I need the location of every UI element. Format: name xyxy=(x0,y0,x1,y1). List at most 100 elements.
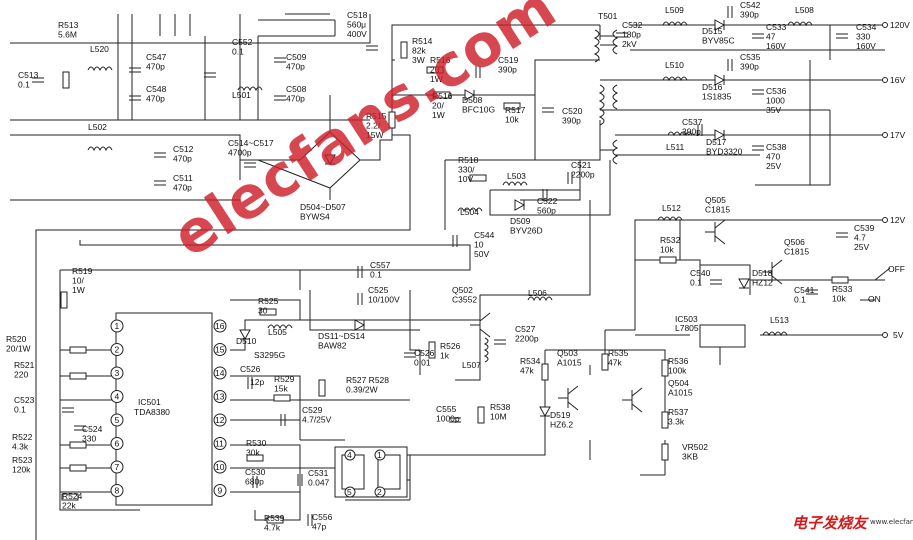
part-c533 xyxy=(752,33,764,39)
label-line: VR502 xyxy=(682,442,708,452)
output-terminals: 120V 16V 17V 12V 5V OFF ON xyxy=(860,20,910,340)
label-line: HZ6.2 xyxy=(550,420,573,430)
opto-pin-1: 1 xyxy=(377,450,382,460)
label-line: 10V xyxy=(458,174,473,184)
label-line: 15W xyxy=(366,130,383,140)
label-l510: L510 xyxy=(665,60,684,70)
label-line: 20/ xyxy=(432,101,444,111)
part-c525 xyxy=(357,293,363,305)
part-c521 xyxy=(567,172,573,184)
label-l512: L512 xyxy=(662,203,681,213)
label-line: HZ12 xyxy=(752,278,773,288)
label-line: 3W xyxy=(412,55,425,65)
label-line: R513 xyxy=(58,20,79,30)
label-line: C3552 xyxy=(452,295,477,305)
ic-pin-label: 6 xyxy=(115,439,120,449)
label-line: C547 xyxy=(146,52,167,62)
part-l510 xyxy=(662,76,688,82)
label-line: L520 xyxy=(90,44,109,54)
label-line: L512 xyxy=(662,203,681,213)
label-line: 470 xyxy=(766,152,780,162)
label-l506: L506 xyxy=(528,288,547,298)
label-line: 15k xyxy=(274,384,288,394)
label-line: L501 xyxy=(232,90,251,100)
label-line: D518 xyxy=(752,268,773,278)
part-c538 xyxy=(752,145,764,151)
ic-pin-1 xyxy=(110,319,124,333)
part-d517 xyxy=(714,129,726,141)
ic-pin-label: 10 xyxy=(215,462,225,472)
part-c537 xyxy=(697,124,703,136)
label-line: C529 xyxy=(302,405,323,415)
part-c513 xyxy=(32,77,44,83)
label-line: D510 xyxy=(236,336,257,346)
part-c527 xyxy=(494,339,506,345)
label-line: R524 xyxy=(62,491,83,501)
label-line: 390p xyxy=(498,65,517,75)
label-line: C555 xyxy=(436,404,457,414)
part-l513 xyxy=(762,331,788,337)
label-line: 0.1 xyxy=(18,80,30,90)
label-line: C514~C517 xyxy=(228,138,274,148)
label-line: 2kV xyxy=(622,39,637,49)
ic-pin-4 xyxy=(110,390,124,403)
label-line: 470p xyxy=(173,183,192,193)
label-line: L502 xyxy=(88,122,107,132)
ic-pin-13 xyxy=(213,390,227,403)
label-line: C552 xyxy=(232,37,253,47)
label-line: BYV26D xyxy=(510,226,543,236)
label-l504: L504 xyxy=(460,207,479,217)
part-c526 xyxy=(404,352,416,358)
label-line: L506 xyxy=(528,288,547,298)
label-line: 2200p xyxy=(515,334,539,344)
label-line: R516 xyxy=(430,55,451,65)
part-r519 xyxy=(60,291,68,309)
label-line: 560μ xyxy=(347,20,366,30)
ic-pin-label: 5 xyxy=(115,415,120,425)
label-line: D508 xyxy=(462,95,483,105)
ic-pin-10 xyxy=(213,460,227,474)
part-d518 xyxy=(738,278,750,290)
part-q504 xyxy=(622,387,643,413)
label-line: 1000 xyxy=(766,96,785,106)
part-r516b xyxy=(433,91,451,99)
label-l513: L513 xyxy=(770,315,789,325)
label-line: 220 xyxy=(14,370,28,380)
label-line: 10 xyxy=(474,240,484,250)
part-c530 xyxy=(252,476,258,488)
part-r533 xyxy=(831,276,849,284)
label-line: R525 xyxy=(258,296,279,306)
label-s3295: S3295G xyxy=(254,350,285,360)
switch-on: ON xyxy=(868,294,881,304)
part-c548 xyxy=(129,95,141,101)
part-l520 xyxy=(87,66,113,72)
label-line: 3KB xyxy=(682,452,698,462)
label-line: 4.7 xyxy=(854,233,866,243)
ic-pin-label: 11 xyxy=(215,439,224,449)
label-line: C508 xyxy=(286,84,307,94)
label-line: C542 xyxy=(740,0,761,10)
label-line: 390p xyxy=(740,62,759,72)
part-c519 xyxy=(475,66,481,78)
label-line: 50V xyxy=(474,249,489,259)
ic-pin-label: 15 xyxy=(215,345,225,355)
label-c526b: C526 xyxy=(240,364,261,374)
label-line: 2.2/ xyxy=(366,121,381,131)
label-line: L510 xyxy=(665,60,684,70)
label-line: C509 xyxy=(286,52,307,62)
part-c12p xyxy=(247,377,253,389)
label-l520: L520 xyxy=(90,44,109,54)
